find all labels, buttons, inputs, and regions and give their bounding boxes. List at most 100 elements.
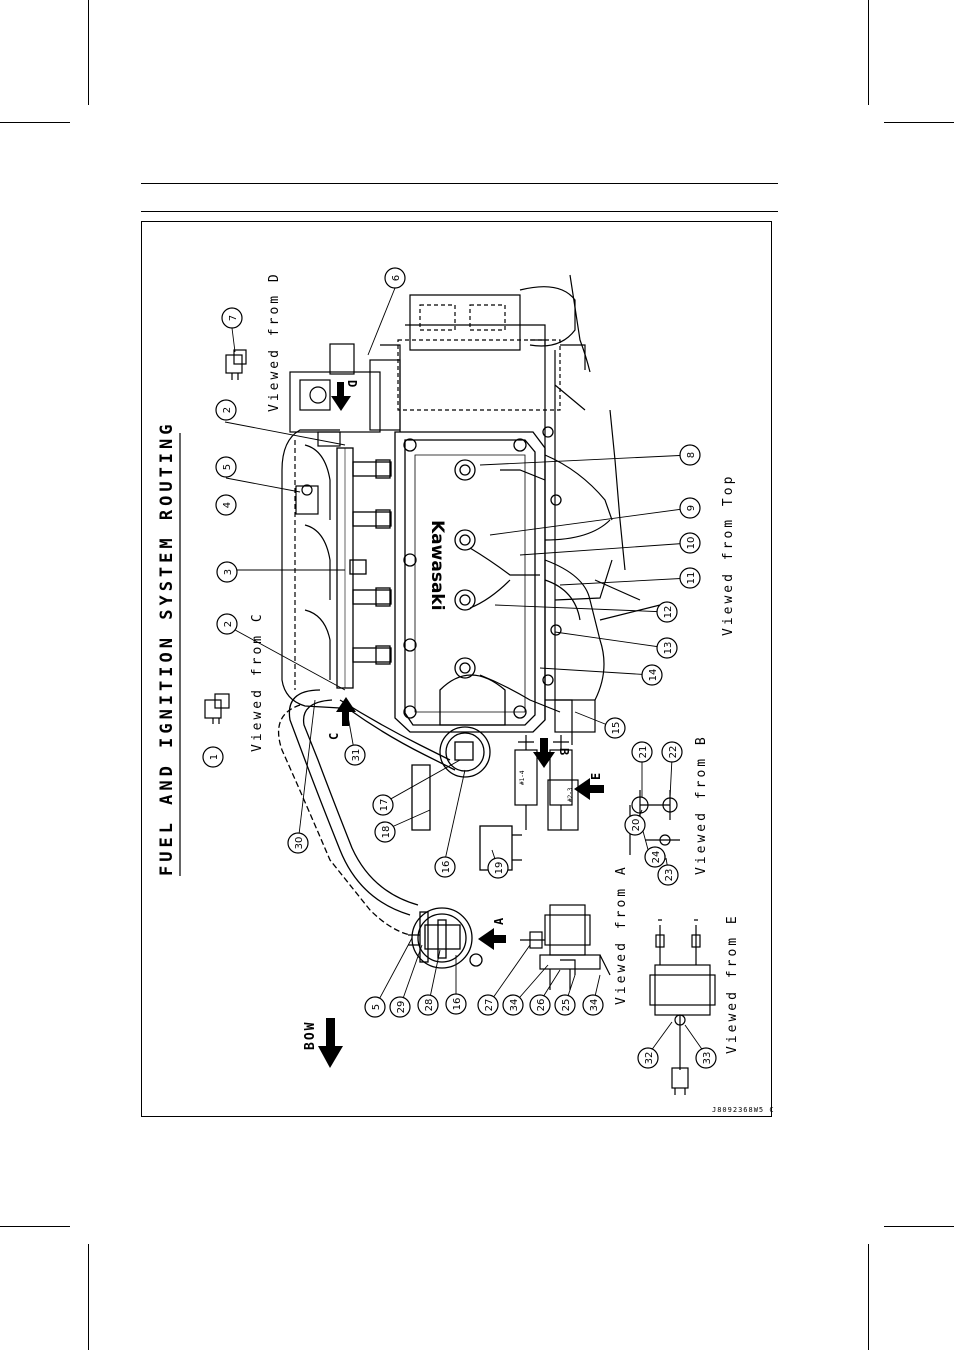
callout-number: 26 — [536, 999, 547, 1012]
label-viewed-from-b: Viewed from B — [694, 734, 709, 875]
callout-number: 14 — [648, 669, 659, 682]
callout-number: 5 — [371, 1004, 382, 1010]
callout-number: 11 — [686, 572, 697, 585]
figure-title: FUEL AND IGNITION SYSTEM ROUTING — [157, 420, 177, 876]
label-viewed-from-d: Viewed from D — [267, 271, 282, 412]
callout-5: 5 — [365, 997, 385, 1017]
callout-number: 28 — [424, 999, 435, 1012]
callout-number: 9 — [686, 505, 697, 511]
callout-number: 34 — [509, 999, 520, 1012]
fuel-pump-view-a — [408, 908, 482, 968]
callout-7: 7 — [222, 308, 242, 328]
callout-number: 27 — [484, 999, 495, 1012]
callout-14: 14 — [642, 665, 662, 685]
callout-13: 13 — [657, 638, 677, 658]
callout-16: 16 — [435, 857, 455, 877]
sensor-view-d — [226, 350, 246, 380]
throttle-body — [290, 275, 612, 720]
callout-number: 5 — [222, 464, 233, 470]
callout-number: 17 — [379, 799, 390, 812]
callout-number: 23 — [664, 869, 675, 882]
coil-label-2-3: #2-3 — [567, 787, 574, 802]
ignition-coil-view-e — [650, 920, 715, 1095]
callout-number: 24 — [651, 851, 662, 864]
arrow-c-label: C — [327, 733, 341, 740]
callout-11: 11 — [680, 568, 700, 588]
callout-29: 29 — [390, 997, 410, 1017]
callout-number: 6 — [391, 275, 402, 281]
callout-number: 32 — [644, 1052, 655, 1065]
callout-number: 8 — [686, 452, 697, 458]
callout-3: 3 — [217, 562, 237, 582]
callout-number: 22 — [668, 746, 679, 759]
callout-number: 7 — [228, 315, 239, 321]
callout-32: 32 — [638, 1048, 658, 1068]
callout-10: 10 — [680, 533, 700, 553]
callout-number: 16 — [441, 861, 452, 874]
callout-22: 22 — [662, 742, 682, 762]
callout-4: 4 — [216, 495, 236, 515]
arrow-a-icon — [478, 928, 506, 950]
callout-16: 16 — [446, 994, 466, 1014]
fuel-hose — [279, 690, 455, 935]
callout-34: 34 — [503, 995, 523, 1015]
callout-number: 19 — [494, 862, 505, 875]
callout-number: 2 — [223, 621, 234, 627]
callout-number: 3 — [223, 569, 234, 575]
hoses-right — [470, 410, 660, 745]
engine-head — [395, 427, 561, 732]
callout-1: 1 — [203, 747, 223, 767]
callout-number: 13 — [663, 642, 674, 655]
callout-26: 26 — [530, 995, 550, 1015]
intake-manifold — [282, 430, 340, 708]
drawing-code: J8092368W5 C — [712, 1106, 775, 1114]
callout-17: 17 — [373, 795, 393, 815]
callout-number: 15 — [611, 722, 622, 735]
label-viewed-from-top: Viewed from Top — [721, 474, 736, 636]
callout-number: 29 — [396, 1001, 407, 1014]
arrow-d-label: D — [345, 380, 359, 387]
callout-33: 33 — [696, 1048, 716, 1068]
label-viewed-from-e: Viewed from E — [725, 913, 740, 1054]
callout-number: 18 — [381, 826, 392, 839]
arrow-b-label: B — [557, 748, 571, 755]
callout-30: 30 — [288, 833, 308, 853]
pressure-regulator-view-a — [520, 905, 610, 990]
callout-number: 21 — [638, 746, 649, 759]
arrow-b-icon — [533, 738, 555, 768]
callout-number: 1 — [209, 754, 220, 760]
engine-brand-text: Kawasaki — [427, 520, 447, 611]
callout-31: 31 — [345, 745, 365, 765]
callout-number: 25 — [561, 999, 572, 1012]
callout-9: 9 — [680, 498, 700, 518]
callout-15: 15 — [605, 718, 625, 738]
callout-20: 20 — [625, 815, 645, 835]
arrow-a-label: A — [492, 917, 506, 925]
arrow-c-icon — [336, 697, 356, 726]
callout-number: 33 — [702, 1052, 713, 1065]
label-viewed-from-a: Viewed from A — [614, 864, 629, 1005]
callout-25: 25 — [555, 995, 575, 1015]
bow-label: BOW — [303, 1021, 318, 1050]
callout-2: 2 — [217, 614, 237, 634]
callout-19: 19 — [488, 858, 508, 878]
callout-6: 6 — [385, 268, 405, 288]
coil-label-1-4: #1-4 — [519, 770, 526, 785]
callout-number: 31 — [351, 749, 362, 762]
callout-12: 12 — [657, 602, 677, 622]
callout-23: 23 — [658, 865, 678, 885]
callout-18: 18 — [375, 822, 395, 842]
callout-number: 10 — [686, 537, 697, 550]
label-viewed-from-c: Viewed from C — [250, 611, 265, 752]
callout-number: 4 — [222, 502, 233, 508]
callout-number: 16 — [452, 998, 463, 1011]
sensor-view-c — [205, 694, 229, 724]
callout-34: 34 — [583, 995, 603, 1015]
fuel-rail — [337, 448, 391, 688]
callout-27: 27 — [478, 995, 498, 1015]
callout-5: 5 — [216, 457, 236, 477]
callout-24: 24 — [645, 847, 665, 867]
callout-number: 2 — [222, 407, 233, 413]
callout-number: 12 — [663, 606, 674, 619]
